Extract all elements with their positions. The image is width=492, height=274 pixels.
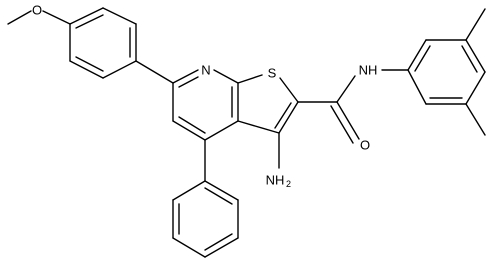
bond-methyl-o [7, 10, 32, 25]
bond-carbonyl-n [336, 75, 356, 103]
bond-methyl-bottom [465, 103, 486, 136]
methoxy-group [7, 10, 71, 25]
mp-bond-4 [102, 60, 137, 79]
methoxy-oxygen-label: O [32, 3, 42, 18]
amino-subscript-label: 2 [286, 179, 291, 189]
ph-bond-1-inner [204, 187, 233, 205]
py-bond-c3a-c4 [204, 120, 239, 141]
py-bond-c6-n-inner [178, 76, 199, 88]
mp-bond-1 [69, 7, 104, 25]
mp-bond-2 [102, 7, 137, 25]
mp-bond-1-inner [75, 14, 104, 29]
pyridine-ring [172, 69, 239, 141]
bond-methyl-top [465, 8, 486, 41]
dm-bond-3 [465, 39, 486, 73]
ph-bond-1 [204, 180, 239, 201]
carbonyl-oxygen-label: O [360, 138, 370, 153]
bond-carbonyl-o-inner [330, 105, 354, 144]
phenyl-ring [172, 180, 239, 258]
thiophene-sulfur-label: S [268, 66, 277, 81]
th-bond-c2-c3 [278, 101, 299, 134]
py-bond-c4-c5-inner [178, 116, 206, 134]
ph-bond-3 [204, 237, 239, 258]
ph-bond-6 [172, 180, 206, 201]
dm-bond-6 [407, 69, 427, 105]
thiophene-ring [237, 74, 299, 134]
bond-aryl-pyridine [135, 60, 174, 84]
mp-bond-5-inner [75, 56, 104, 72]
bond-o-aryl [42, 10, 71, 25]
dm-bond-4 [465, 71, 486, 105]
py-bond-c6-n [172, 69, 199, 84]
th-bond-c7a-s [237, 74, 263, 84]
py-bond-c4-c5 [172, 120, 206, 141]
th-bond-c2-c3-inner [274, 102, 292, 129]
py-bond-n-c7a [213, 69, 239, 84]
amide-nh-label: NH [359, 63, 378, 78]
dm-bond-1-inner [414, 45, 431, 72]
amino-nh-label: NH [266, 173, 285, 188]
carboxamide-group [297, 69, 409, 144]
pyridine-nitrogen-label: N [201, 63, 210, 78]
th-bond-c3-c3a [237, 120, 280, 134]
methoxyphenyl-ring [69, 7, 137, 79]
dm-bond-3-inner [461, 45, 478, 73]
dimethylphenyl-ring [407, 8, 486, 136]
ph-bond-4 [172, 237, 206, 258]
mp-bond-5 [69, 60, 104, 79]
bond-carbonyl-o [336, 101, 360, 140]
ph-bond-3-inner [204, 233, 233, 251]
th-bond-s-c2 [279, 77, 299, 103]
dm-bond-1 [407, 39, 427, 71]
